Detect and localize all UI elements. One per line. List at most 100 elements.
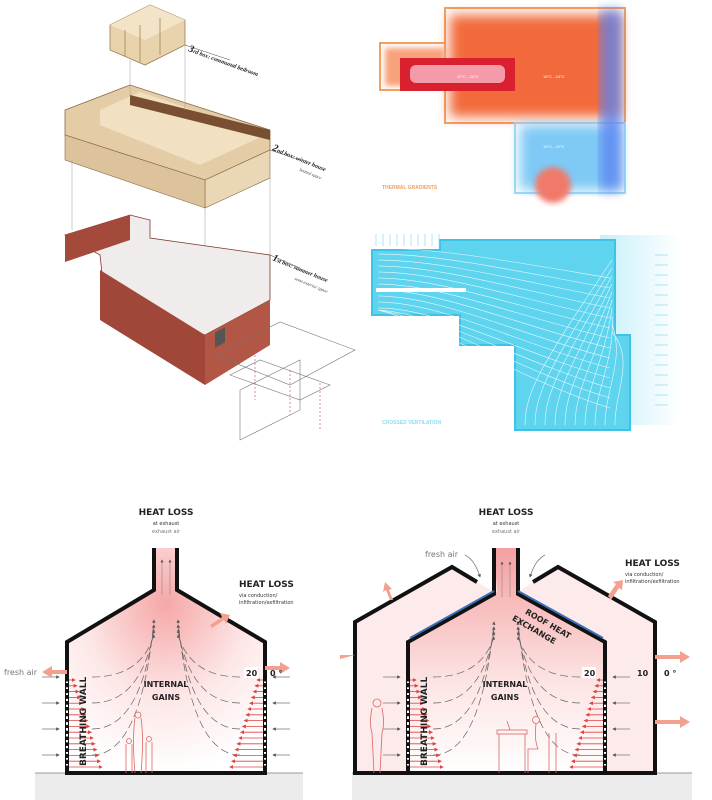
ground: [352, 773, 692, 800]
zone-label-hot: 20°C - 24°C: [457, 74, 479, 79]
streamline: [544, 275, 613, 426]
wall-slat: [65, 753, 69, 757]
right-fresh-air: fresh air: [425, 550, 459, 559]
wall-slat: [263, 690, 267, 694]
wall-slat: [603, 695, 607, 699]
streamline: [534, 267, 613, 426]
wall-slat: [263, 701, 267, 705]
left-side-heat-loss: HEAT LOSS: [239, 580, 294, 590]
wall-slat: [263, 724, 267, 728]
rising-air-arrow: [516, 621, 581, 756]
zone-label-warm: 16°C - 24°C: [543, 74, 565, 79]
wall-slat: [603, 690, 607, 694]
wall-slat: [263, 742, 267, 746]
wall-slat: [65, 730, 69, 734]
wall-slat: [406, 759, 410, 763]
crossed-ventilation-plan: CROSSED VENTILATION: [371, 234, 680, 431]
streamline: [377, 277, 611, 329]
rising-air-arrow: [432, 636, 495, 678]
wall-slat: [263, 765, 267, 769]
left-top-sub2: exhaust air: [152, 529, 181, 535]
wall-slat: [263, 753, 267, 757]
wall-slat: [65, 719, 69, 723]
streamline: [377, 301, 611, 369]
streamline: [377, 271, 611, 319]
wall-slat: [263, 695, 267, 699]
rising-air-arrow: [176, 619, 241, 756]
wall-slat: [65, 742, 69, 746]
right-side-sub2: infiltration/exfiltration: [625, 579, 680, 585]
left-fresh-air: fresh air: [4, 668, 38, 677]
wall-slat: [603, 713, 607, 717]
airflow-arrows-right: [383, 561, 630, 769]
box3-number: 3: [186, 43, 195, 55]
wall-slat: [406, 713, 410, 717]
right-temp-mid: 10: [637, 669, 649, 678]
streamline: [377, 309, 611, 399]
wall-slat: [263, 719, 267, 723]
wall-slat: [406, 690, 410, 694]
wall-slat: [65, 748, 69, 752]
rising-air-arrow: [432, 626, 496, 730]
streamline: [524, 259, 613, 426]
wall-slat: [263, 678, 267, 682]
thermal-title: THERMAL GRADIENTS: [382, 185, 438, 191]
left-temp-outside: 0 °: [270, 669, 282, 678]
streamline: [564, 291, 613, 426]
airflow-arrows: [375, 234, 668, 406]
wall-slat: [65, 759, 69, 763]
left-gains2: GAINS: [152, 693, 180, 702]
streamline: [604, 323, 617, 426]
streamline: [584, 307, 613, 426]
right-gains1: INTERNAL: [483, 680, 528, 689]
box2-number: 2: [270, 142, 280, 154]
airflow-streamlines: [377, 247, 624, 426]
rising-air-arrow: [516, 626, 581, 730]
wall-slat: [406, 730, 410, 734]
wall-slat: [65, 684, 69, 688]
wall-slat: [603, 707, 607, 711]
wall-slat: [603, 701, 607, 705]
wall-slat: [65, 701, 69, 705]
wall-slat: [263, 730, 267, 734]
section-left: HEAT LOSS at exhaust exhaust air HEAT LO…: [4, 508, 303, 800]
wall-slat: [603, 765, 607, 769]
wall-slat: [603, 684, 607, 688]
right-temp-inside: 20: [584, 669, 596, 678]
thermal-gradients-plan: 20°C - 24°C 16°C - 24°C 16°C - 22°C THER…: [379, 7, 626, 203]
wall-slat: [65, 713, 69, 717]
wall-slat: [406, 719, 410, 723]
right-side-heat-loss: HEAT LOSS: [625, 559, 680, 569]
streamline: [554, 283, 613, 426]
wall-slat: [603, 736, 607, 740]
rising-air-arrow: [517, 636, 581, 678]
box1-number: 1: [271, 253, 280, 265]
wall-slat: [263, 759, 267, 763]
wall-slat: [406, 684, 410, 688]
family-figures: [125, 711, 153, 774]
svg-text:3rd box: communal bedroom: 3rd box: communal bedroom: [186, 43, 260, 79]
ground: [35, 773, 303, 800]
wall-slat: [603, 753, 607, 757]
box3-label: rd box: communal bedroom: [192, 49, 259, 78]
wall-slat: [406, 701, 410, 705]
wall-slat: [263, 736, 267, 740]
wall-slat: [406, 753, 410, 757]
airflow-arrows-left: [42, 559, 290, 769]
wall-slat: [263, 713, 267, 717]
right-gains2: GAINS: [491, 693, 519, 702]
left-temp-inside: 20: [246, 669, 258, 678]
streamline: [377, 259, 611, 299]
exploded-axonometric: 3rd box: communal bedroom 2nd box: winte…: [63, 4, 356, 441]
streamline: [377, 309, 611, 409]
wall-slat: [406, 724, 410, 728]
rising-air-arrow: [432, 621, 496, 756]
streamline: [594, 315, 613, 426]
wall-slat: [263, 748, 267, 752]
streamline: [611, 331, 624, 426]
box2-winter-house: 2nd box: winter house heated space: [64, 84, 327, 209]
right-top-heat-loss: HEAT LOSS: [479, 508, 534, 518]
wall-slat: [65, 765, 69, 769]
left-side-sub1: via conduction/: [239, 593, 278, 599]
streamline: [377, 295, 611, 359]
